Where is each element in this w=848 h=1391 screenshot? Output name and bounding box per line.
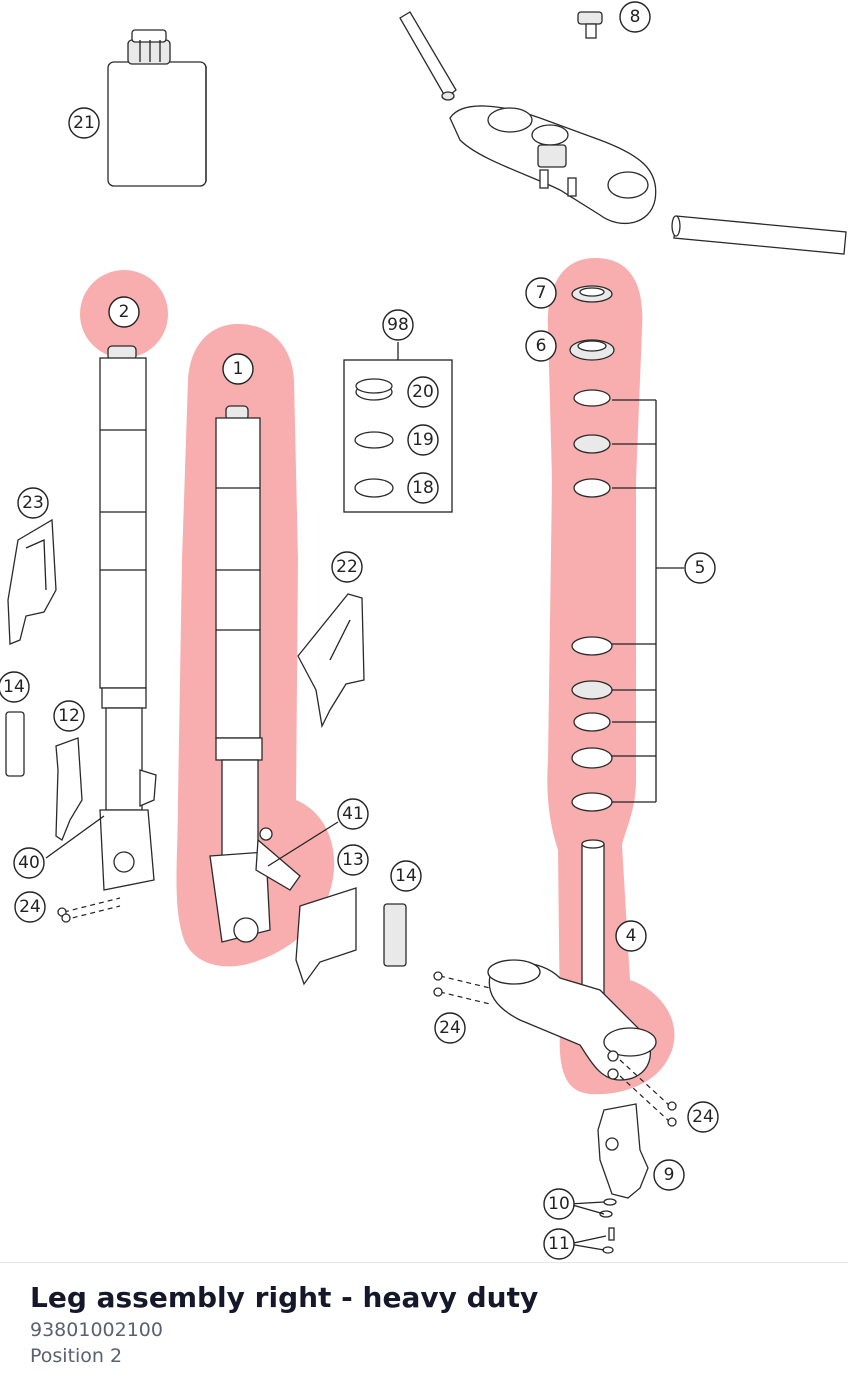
callout-22[interactable]: 22	[331, 551, 363, 583]
leader-lines	[45, 815, 607, 1251]
bracket-22-illustration	[297, 593, 365, 729]
callout-2-label: 2	[119, 302, 130, 322]
callout-98-label: 98	[387, 315, 409, 335]
pad-14-left-illustration	[5, 711, 25, 777]
highlight-parts-4-7[interactable]	[547, 258, 675, 1095]
callout-12-label: 12	[58, 706, 80, 726]
oil-can-illustration	[107, 29, 207, 187]
callout-24-clamp-right-label: 24	[692, 1107, 714, 1127]
callout-11-label: 11	[548, 1234, 570, 1254]
callout-6-label: 6	[536, 336, 547, 356]
bolts-24-left-illustration	[57, 897, 121, 923]
callout-7-label: 7	[536, 283, 547, 303]
callout-9-label: 9	[664, 1165, 675, 1185]
callout-2[interactable]: 2	[108, 296, 140, 328]
part-number: 93801002100	[30, 1319, 163, 1341]
callout-1[interactable]: 1	[222, 353, 254, 385]
callout-14-right[interactable]: 14	[390, 860, 422, 892]
callout-4[interactable]: 4	[615, 920, 647, 952]
callout-19-label: 19	[412, 430, 434, 450]
callout-20[interactable]: 20	[407, 376, 439, 408]
exploded-parts-diagram: 1 2 4 5 6 7 8 9 10 11 12 13 14 14 18 19 …	[0, 1, 847, 1260]
callout-10[interactable]: 10	[543, 1188, 575, 1220]
callout-24-left[interactable]: 24	[14, 891, 46, 923]
callout-24-left-label: 24	[19, 897, 41, 917]
part-info-panel: Leg assembly right - heavy duty 93801002…	[0, 1262, 848, 1391]
bracket-12-illustration	[55, 737, 83, 841]
callout-10-label: 10	[548, 1194, 570, 1214]
callout-21[interactable]: 21	[68, 107, 100, 139]
callout-8-label: 8	[630, 7, 641, 27]
callout-4-label: 4	[626, 926, 637, 946]
callout-40-label: 40	[18, 853, 40, 873]
part-position: Position 2	[30, 1345, 123, 1367]
left-fork-leg-illustration	[99, 345, 157, 891]
callout-12[interactable]: 12	[53, 700, 85, 732]
callout-1-label: 1	[233, 359, 244, 379]
callout-6[interactable]: 6	[525, 330, 557, 362]
callout-23[interactable]: 23	[17, 487, 49, 519]
pad-14-right-illustration	[383, 903, 407, 967]
callout-11[interactable]: 11	[543, 1228, 575, 1260]
callout-98[interactable]: 98	[382, 309, 414, 341]
right-fork-leg-illustration	[209, 405, 301, 943]
callout-13[interactable]: 13	[337, 844, 369, 876]
callout-14-left[interactable]: 14	[0, 671, 30, 703]
lower-triple-clamp-illustration	[433, 839, 677, 1127]
callout-7[interactable]: 7	[525, 277, 557, 309]
bracket-23-illustration	[7, 518, 57, 645]
callout-41-label: 41	[342, 804, 364, 824]
callout-18[interactable]: 18	[407, 472, 439, 504]
callout-24-clamp-right[interactable]: 24	[687, 1101, 719, 1133]
callout-13-label: 13	[342, 850, 364, 870]
screws-11-illustration	[602, 1227, 615, 1254]
callout-24-clamp-left[interactable]: 24	[434, 1012, 466, 1044]
callout-19[interactable]: 19	[407, 424, 439, 456]
callout-24-clamp-left-label: 24	[439, 1018, 461, 1038]
callout-8[interactable]: 8	[619, 1, 651, 33]
callout-5[interactable]: 5	[684, 552, 716, 584]
callout-22-label: 22	[336, 557, 358, 577]
callout-40[interactable]: 40	[13, 847, 45, 879]
callout-14-right-label: 14	[395, 866, 417, 886]
part-5-bracket-lines	[612, 399, 684, 803]
bracket-13-illustration	[295, 887, 357, 986]
bracket-9-illustration	[597, 1103, 649, 1199]
upper-triple-clamp-illustration	[399, 11, 847, 255]
bolt-8-illustration	[577, 11, 603, 39]
washers-10-illustration	[599, 1198, 617, 1218]
callout-23-label: 23	[22, 493, 44, 513]
callout-9[interactable]: 9	[653, 1159, 685, 1191]
callout-18-label: 18	[412, 478, 434, 498]
callout-14-left-label: 14	[3, 677, 25, 697]
part-title: Leg assembly right - heavy duty	[30, 1281, 539, 1314]
callout-41[interactable]: 41	[337, 798, 369, 830]
bearing-stack-illustration	[569, 285, 615, 812]
callout-5-label: 5	[695, 558, 706, 578]
callout-20-label: 20	[412, 382, 434, 402]
callout-21-label: 21	[73, 113, 95, 133]
